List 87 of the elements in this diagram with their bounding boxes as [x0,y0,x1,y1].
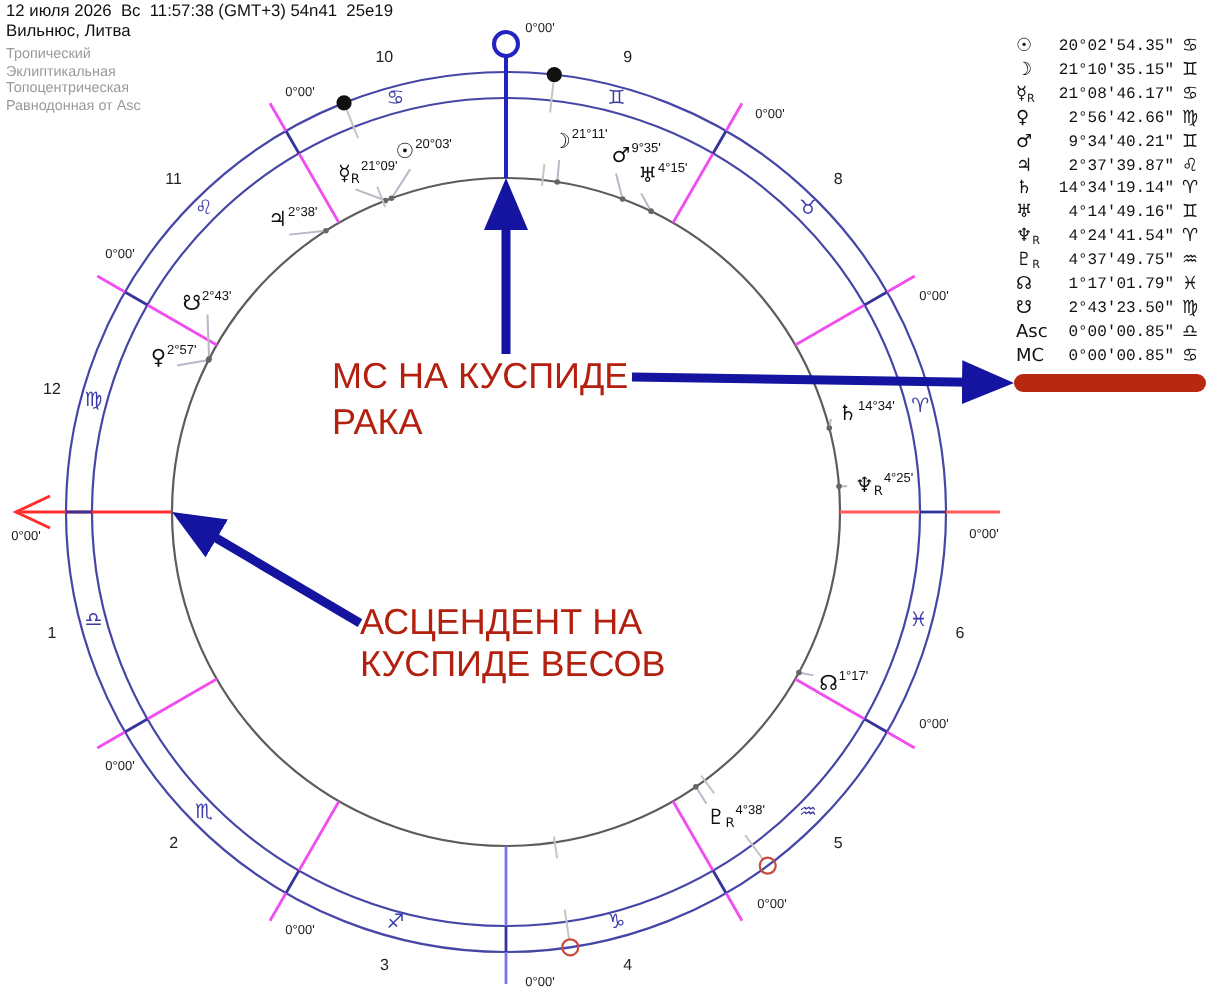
sign-symbol: ♍ [1181,300,1199,319]
position-value: 4°24'41.54" [1068,230,1174,247]
planet-symbol: ☿$_{R}$ [337,162,360,184]
arrow [484,178,528,354]
house-number: 2 [169,836,179,853]
planet-symbol: ☽ [1016,62,1033,81]
sign-symbol: ♊ [1181,134,1199,153]
position-value: 2°56'42.66" [1068,111,1174,128]
annotation-text: МС НА КУСПИДЕ РАКА [332,354,632,446]
sign-symbol: ♍ [1181,110,1199,129]
point-abbreviation: MC [1016,348,1045,367]
planet-symbol: ♄ [838,403,858,425]
planet-symbol: ☋ [1016,300,1032,319]
position-value: 1°17'01.79" [1068,278,1174,294]
zodiac-sign-symbol: ♎ [84,612,103,633]
chart-header-text: 12 июля 2026 Вс 11:57:38 (GMT+3) 54n41 25e19 [6,2,393,19]
zodiac-sign-symbol: ♉ [798,200,817,221]
planet-symbol: ♆$_{R}$ [854,474,883,496]
house-number: 12 [43,382,61,399]
house-number: 5 [833,836,843,853]
planet-symbol: ♀ [150,347,167,369]
house-number: 1 [47,625,57,642]
sign-symbol: ♈ [1181,181,1199,200]
highlight-bar [1014,374,1206,392]
planet-symbol: ☿$_{R}$ [1016,86,1035,105]
sign-symbol: ♒ [1181,253,1199,272]
point-abbreviation: Asc [1016,324,1048,343]
sign-symbol: ♊ [1181,62,1199,81]
planet-symbol: ☉ [1016,39,1033,57]
position-value: 0°00'00.85" [1068,325,1174,342]
planet-symbol: ♄ [1016,181,1033,200]
planet-symbol: ☉ [395,141,415,163]
planet-symbol: ♃ [1016,158,1033,176]
planet-symbol: ♂ [1016,134,1033,153]
ascendant-axis-line [12,494,172,530]
position-value: 21°10'35.15" [1058,63,1174,80]
chart-header-text: Вильнюс, Литва [6,22,131,39]
zodiac-sign-symbol: ♏ [195,803,214,824]
zodiac-sign-symbol: ♊ [607,89,626,110]
sign-symbol: ♌ [1181,158,1199,176]
planet-symbol: ♅ [638,166,658,188]
position-value: 4°37'49.75" [1068,254,1174,271]
planet-symbol: ☊ [819,673,838,695]
house-number: 9 [623,50,633,66]
zodiac-sign-symbol: ♌ [195,200,214,221]
planet-symbol: ☋ [182,293,202,315]
position-value: 20°02'54.35" [1058,40,1174,56]
annotation-text: АСЦЕНДЕНТ НА КУСПИДЕ ВЕСОВ [360,602,668,686]
sign-symbol: ♋ [1181,39,1199,57]
position-value: 9°34'40.21" [1068,135,1174,152]
zodiac-sign-symbol: ♒ [798,803,817,824]
position-value: 2°37'39.87" [1068,159,1174,175]
midheaven-axis-line [492,30,520,178]
zodiac-sign-symbol: ♈ [911,398,930,419]
planet-symbol: ♃ [268,209,288,231]
sign-symbol: ♈ [1181,229,1199,248]
house-number: 4 [623,957,633,974]
planet-symbol: ♆$_{R}$ [1016,229,1040,248]
position-value: 4°14'49.16" [1068,206,1174,223]
planet-symbol: ♇$_{R}$ [706,808,735,830]
sign-symbol: ♋ [1181,348,1199,367]
zodiac-sign-symbol: ♐ [386,914,405,935]
planet-symbol: ♅ [1016,205,1033,224]
house-number: 6 [955,625,965,642]
position-value: 14°34'19.14" [1058,182,1174,199]
planet-symbol: ♀ [1016,110,1030,129]
house-number: 8 [833,171,843,188]
zodiac-sign-symbol: ♋ [386,89,405,110]
position-value: 21°08'46.17" [1058,87,1174,104]
zodiac-sign-symbol: ♓ [909,612,928,633]
sign-symbol: ♊ [1181,205,1199,224]
position-value: 0°00'00.85" [1068,349,1174,366]
sign-symbol: ♋ [1181,86,1199,105]
planet-symbol: ☊ [1016,277,1032,295]
sign-symbol: ♓ [1181,277,1199,295]
arrow [172,512,363,627]
position-value: 2°43'23.50" [1068,301,1174,318]
house-number: 11 [165,171,182,188]
house-number: 3 [379,957,389,974]
planet-symbol: ♂ [611,145,631,167]
zodiac-sign-symbol: ♍ [84,391,103,412]
planet-symbol: ☽ [551,131,571,153]
zodiac-sign-symbol: ♑ [607,914,626,935]
arrow [631,360,1014,405]
planet-symbol: ♇$_{R}$ [1016,253,1040,272]
house-number: 10 [375,50,394,66]
sign-symbol: ♎ [1181,324,1199,343]
